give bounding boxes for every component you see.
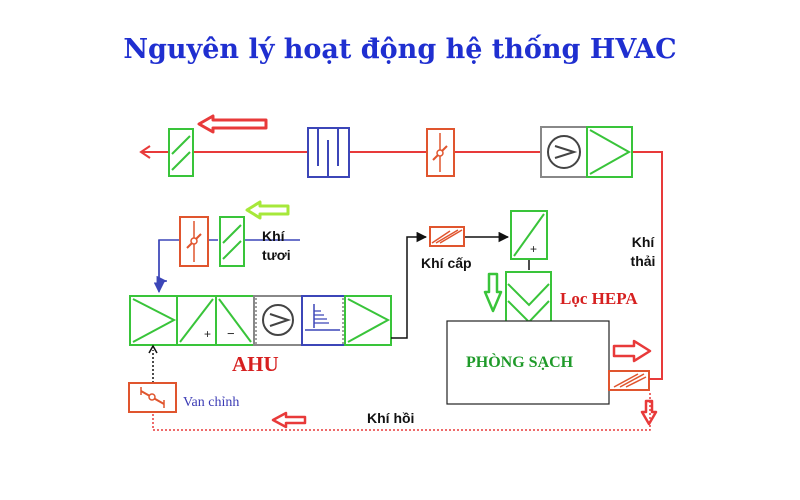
supply-air-label: Khí cấp [421, 255, 472, 271]
ahu-label: AHU [232, 352, 279, 376]
svg-text:+: + [204, 327, 211, 341]
main-valve-label: Van chỉnh [183, 395, 240, 410]
fresh-air-in-arrow-icon [245, 200, 290, 220]
return-down-arrow-icon [640, 399, 658, 426]
fresh-air-label-2: tươi [262, 247, 291, 263]
supply-down-arrow-icon [483, 272, 503, 313]
return-air-label: Khí hồi [367, 410, 415, 426]
supply-air-line [391, 231, 530, 339]
exhaust-fan-icon [540, 126, 633, 178]
exhaust-out-arrow-icon [197, 114, 268, 134]
fresh-air-label-1: Khí [262, 228, 285, 244]
hepa-filter-icon [505, 271, 552, 325]
room-exhaust-damper-icon [608, 370, 650, 391]
exhaust-air-label-2: thải [630, 253, 656, 269]
exhaust-air-label-1: Khí [631, 234, 655, 250]
fresh-air-intake [153, 239, 300, 294]
return-air-line [148, 344, 651, 431]
ahu-unit: + − [129, 295, 392, 346]
exhaust-damper-icon [426, 128, 455, 177]
svg-text:+: + [530, 242, 537, 256]
exhaust-filter-icon [168, 128, 194, 177]
return-left-arrow-icon [271, 411, 307, 429]
clean-room-box [446, 320, 610, 405]
room-out-arrow-icon [612, 339, 652, 363]
main-valve-icon [128, 382, 177, 413]
fresh-air-filter-icon [219, 216, 245, 267]
svg-text:−: − [227, 326, 235, 341]
clean-room-label: PHÒNG SẠCH [466, 354, 574, 371]
fresh-air-damper-icon [179, 216, 209, 267]
diagram-title: Nguyên lý hoạt động hệ thống HVAC [123, 34, 677, 65]
hepa-filter-label: Lọc HEPA [560, 289, 638, 308]
reheat-coil-icon: + [510, 210, 548, 260]
supply-damper-icon [429, 226, 465, 247]
silencer-icon [307, 127, 350, 178]
